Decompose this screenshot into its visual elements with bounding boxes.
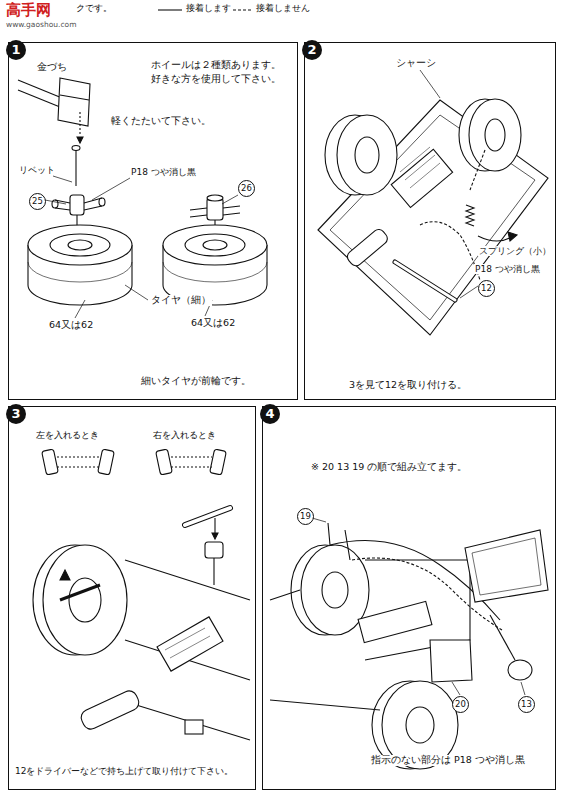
hammer [18, 78, 90, 126]
note-text: ※ 20 13 19 の順で組み立てます。 [310, 462, 468, 473]
callout-number: 20 [452, 696, 469, 713]
rivet [72, 112, 83, 186]
note-text: クです。 [75, 3, 113, 13]
callout-number: 19 [297, 508, 314, 525]
callout-number: 12 [478, 280, 495, 297]
wheel-left [28, 225, 132, 305]
wheel-detached [459, 99, 521, 190]
watermark: 高手网 [5, 2, 52, 19]
note-text: 金づち [36, 62, 68, 73]
step-panel: 1 [8, 42, 298, 400]
part-12-detail [185, 508, 230, 585]
note-text: シャーシ [395, 58, 437, 69]
wheel-front [325, 115, 397, 195]
chassis [318, 100, 548, 335]
part-13 [465, 530, 548, 680]
note-text: 指示のない部分は P18 つや消し黒 [370, 755, 526, 766]
note-text: 3を見て12を取り付ける。 [348, 380, 468, 391]
step-panel: 3 [8, 406, 256, 790]
note-text: P18 つや消し黒 [130, 167, 197, 177]
step-number: 3 [6, 404, 26, 424]
note-text: 好きな方を使用して下さい。 [150, 74, 282, 85]
axle-diagrams [42, 449, 227, 475]
note-text: 右を入れるとき [152, 430, 217, 440]
leader-lines [420, 70, 478, 298]
note-text: 64又は62 [48, 320, 94, 331]
spring [466, 205, 517, 241]
chassis-view [33, 545, 250, 740]
callout-number: 25 [29, 193, 46, 210]
note-text: 軽くたたいて下さい。 [110, 116, 212, 127]
watermark: www.gaoshou.com [5, 21, 77, 30]
step-number: 4 [260, 404, 280, 424]
wheel-right [163, 225, 267, 305]
callout-number: 13 [518, 696, 535, 713]
note-text: 接着します [185, 3, 232, 13]
note-text: P18 つや消し黒 [474, 264, 541, 274]
note-text: タイヤ（細） [150, 295, 212, 306]
note-text: ホイールは２種類あります。 [150, 60, 282, 71]
step-panel: 2 [304, 42, 556, 400]
part-20 [430, 640, 472, 682]
note-text: 12をドライバーなどで持ち上げて取り付けて下さい。 [14, 766, 234, 776]
part-12 [395, 222, 480, 300]
leader-lines [312, 518, 525, 695]
note-text: リベット [18, 165, 56, 175]
callout-number: 26 [238, 180, 255, 197]
note-text: 左を入れるとき [35, 430, 100, 440]
note-text: スプリング（小） [478, 246, 552, 256]
step-number: 1 [6, 40, 26, 60]
note-text: 細いタイヤが前輪です。 [140, 376, 252, 387]
note-text: 接着しません [255, 3, 311, 13]
note-text: 64又は62 [190, 318, 236, 329]
step-number: 2 [302, 40, 322, 60]
leader-lines [45, 176, 238, 318]
